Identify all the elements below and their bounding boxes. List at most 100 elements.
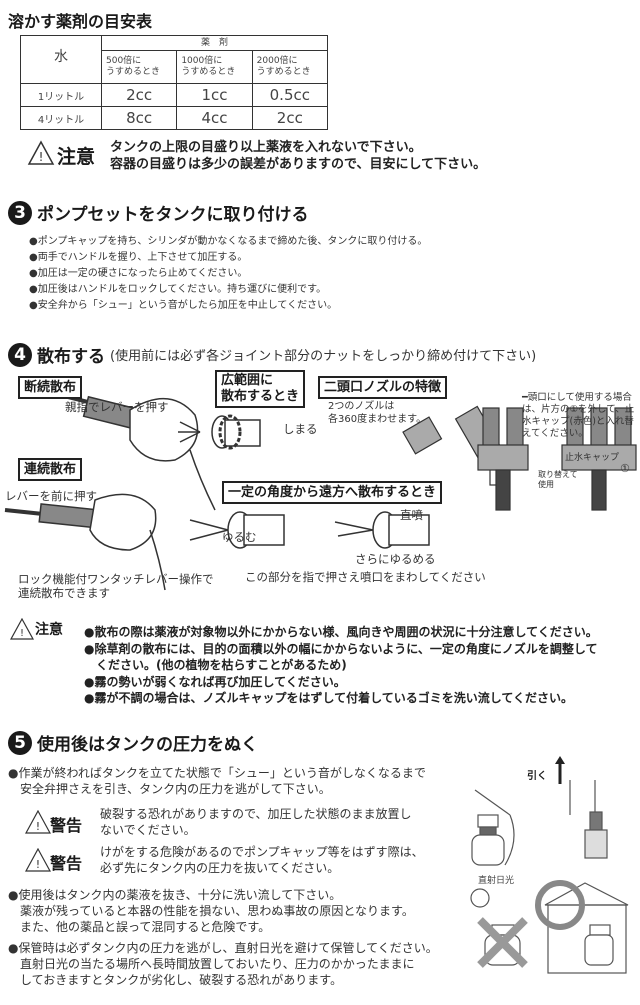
far-spray-label: 一定の角度から遠方へ散布するとき — [222, 481, 443, 504]
intermittent-spray-label: 断続散布 — [18, 376, 83, 399]
section-title: 使用後はタンクの圧力をぬく — [37, 735, 258, 755]
step-number: 3 — [8, 200, 32, 225]
caution-item: ●除草剤の散布には、目的の面積以外の幅にかからないように、一定の角度にノズルを調… — [84, 641, 598, 656]
step-number: 4 — [8, 342, 32, 367]
twin-nozzle-illustration — [402, 405, 637, 511]
caution-text: タンクの上限の目盛り以上薬液を入れないで下さい。 — [110, 140, 422, 155]
warning-triangle-icon: ! — [27, 140, 55, 165]
caution-item: ●霧の勢いが弱くなれば再び加圧してください。 — [84, 674, 346, 689]
note-line: えてください。 — [522, 428, 588, 439]
wide-spray-label: 広範囲に散布するとき — [215, 370, 306, 408]
section-5-heading: 5 使用後はタンクの圧力をぬく — [8, 730, 258, 755]
caution-item: ください。(他の植物を枯らすことがあるため) — [84, 658, 347, 672]
cell: 2cc — [100, 83, 178, 107]
warning-line: けがをする危険があるのでポンプキャップ等をはずす際は、 — [100, 845, 424, 859]
continuous-caption: 連続散布できます — [18, 586, 110, 600]
bullet-line: ●作業が終わればタンクを立てた状態で「シュー」という音がしなくなるまで — [8, 766, 426, 780]
note-line: 取り替えて — [538, 470, 578, 479]
bullet-line: 直射日光の当たる場所へ長時間放置しておいたり、圧力のかかったままに — [8, 957, 415, 971]
column-header: 2000倍に うすめるとき — [251, 50, 329, 84]
water-header: 水 — [20, 35, 102, 84]
cell: 4cc — [176, 106, 253, 130]
bullet-line: また、他の薬品と誤って混同すると危険です。 — [8, 920, 271, 934]
loosen-more-label: さらにゆるめる — [355, 552, 436, 566]
pull-label: 引く — [527, 771, 547, 782]
warning-text: けがをする危険があるのでポンプキャップ等をはずす際は、必ず先にタンク内の圧力を抜… — [100, 844, 424, 876]
straight-jet-label: 直噴 — [400, 508, 423, 522]
bullet-3: ●保管時は必ずタンク内の圧力を逃がし、直射日光を避けて保管してください。 直射日… — [8, 940, 438, 988]
chemical-header: 薬 剤 — [101, 35, 328, 51]
marker-1: ① — [620, 462, 630, 475]
note-line: は、片方の①を外して、止 — [522, 404, 635, 415]
continuous-spray-label: 連続散布 — [18, 458, 83, 481]
spraying-illustrations — [4, 388, 637, 591]
dilution-table-title: 溶かす薬剤の目安表 — [8, 12, 153, 31]
warning-line: 破裂する恐れがありますので、加圧した状態のまま放置し — [100, 807, 412, 821]
bullet-2: ●使用後はタンク内の薬液を抜き、十分に洗い流して下さい。 薬液が残っていると本器… — [8, 887, 414, 935]
bullet-line: 安全弁押さえを引き、タンク内の圧力を逃がして下さい。 — [8, 782, 331, 796]
sprayer-wand-illustration — [4, 388, 216, 591]
cell: 0.5cc — [251, 83, 329, 107]
column-header: 1000倍に うすめるとき — [176, 50, 253, 84]
continuous-caption: ロック機能付ワンタッチレバー操作で — [18, 572, 214, 586]
row-label: 4リットル — [20, 106, 102, 130]
caution-text: 容器の目盛りは多少の誤差がありますので、目安にして下さい。 — [110, 157, 487, 172]
twin-nozzle-label: 二頭口ノズルの特徴 — [318, 376, 448, 399]
warning-line: ないでください。 — [100, 823, 196, 837]
warning-triangle-icon: ! — [25, 810, 51, 834]
caution-list: ●散布の際は薬液が対象物以外にかからない様、風向きや周囲の状況に十分注意してくだ… — [84, 624, 598, 707]
nozzle-illustration — [178, 414, 430, 549]
section-title: ポンプセットをタンクに取り付ける — [37, 205, 309, 225]
svg-text:!: ! — [36, 858, 40, 871]
tighten-label: しまる — [283, 422, 318, 436]
row-label: 1リットル — [20, 83, 102, 107]
svg-text:!: ! — [36, 820, 40, 833]
step-number: 5 — [8, 730, 32, 755]
bullet-item: ●加圧は一定の硬さになったら止めてください。 — [29, 268, 248, 279]
warning-label: 警告 — [50, 816, 83, 835]
dilution-table: 水 薬 剤 500倍に うすめるとき 1000倍に うすめるとき 2000倍に … — [20, 35, 329, 130]
section-4-heading: 4 散布する (使用前には必ず各ジョイント部分のナットをしっかり締め付けて下さい… — [8, 342, 536, 367]
warning-triangle-icon: ! — [10, 618, 34, 640]
single-nozzle-note: ━頭口にして使用する場合 は、片方の①を外して、止 水キャップ(赤色)と入れ替 … — [522, 392, 634, 440]
cell: 1cc — [176, 83, 253, 107]
continuous-note: レバーを前に押す — [5, 489, 97, 503]
warning-line: 必ず先にタンク内の圧力を抜いてください。 — [100, 861, 340, 875]
wide-spray-title: 散布するとき — [221, 389, 300, 404]
table-row: 4リットル 8cc 4cc 2cc — [20, 106, 329, 130]
bullet-line: ●使用後はタンク内の薬液を抜き、十分に洗い流して下さい。 — [8, 888, 342, 902]
warning-triangle-icon: ! — [25, 848, 51, 872]
bullet-list: ●ポンプキャップを持ち、シリンダが動かなくなるまで締めた後、タンクに取り付ける。… — [29, 234, 427, 314]
bullet-line: しておきますとタンクが劣化し、破裂する恐れがあります。 — [8, 973, 343, 987]
note-line: ━頭口にして使用する場合 — [522, 392, 632, 403]
stop-cap-label: 止水キャップ — [565, 453, 620, 463]
note-line: 使用 — [538, 480, 554, 489]
storage-illustrations — [470, 756, 629, 974]
bullet-item: ●安全弁から「シュー」という音がしたら加圧を中止してください。 — [29, 300, 338, 311]
bullet-line: ●保管時は必ずタンク内の圧力を逃がし、直射日光を避けて保管してください。 — [8, 941, 438, 955]
bullet-item: ●両手でハンドルを握り、上下させて加圧する。 — [29, 252, 248, 263]
cell: 8cc — [100, 106, 178, 130]
table-row: 1リットル 2cc 1cc 0.5cc — [20, 83, 329, 107]
caution-item: ●散布の際は薬液が対象物以外にかからない様、風向きや周囲の状況に十分注意してくだ… — [84, 625, 598, 639]
caution-item: ●霧が不調の場合は、ノズルキャップをはずして付着しているゴミを洗い流してください… — [84, 691, 574, 705]
section-subtitle: (使用前には必ず各ジョイント部分のナットをしっかり締め付けて下さい) — [110, 349, 537, 364]
section-3-heading: 3 ポンプセットをタンクに取り付ける — [8, 200, 309, 225]
intermittent-note: 親指でレバーを押す — [65, 400, 169, 414]
bullet-line: 薬液が残っていると本器の性能を損ない、思わぬ事故の原因となります。 — [8, 904, 414, 918]
svg-text:!: ! — [39, 150, 44, 164]
warning-label: 警告 — [50, 854, 83, 873]
note-line: 2つのノズルは — [328, 401, 395, 412]
bullet-1: ●作業が終わればタンクを立てた状態で「シュー」という音がしなくなるまで 安全弁押… — [8, 765, 426, 797]
twin-nozzle-note: 2つのノズルは各360度まわせます。 — [328, 400, 426, 426]
warning-text: 破裂する恐れがありますので、加圧した状態のまま放置しないでください。 — [100, 806, 412, 838]
swap-note: 取り替えて使用 — [538, 470, 578, 490]
wide-spray-title: 広範囲に — [221, 373, 274, 388]
bullet-item: ●ポンプキャップを持ち、シリンダが動かなくなるまで締めた後、タンクに取り付ける。 — [29, 236, 428, 247]
far-spray-caption: この部分を指で押さえ噴口をまわしてください — [245, 570, 486, 584]
caution-label: 注意 — [35, 622, 63, 638]
note-line: 水キャップ(赤色)と入れ替 — [522, 416, 634, 427]
column-header: 500倍に うすめるとき — [100, 50, 178, 84]
note-line: 各360度まわせます。 — [328, 414, 427, 425]
